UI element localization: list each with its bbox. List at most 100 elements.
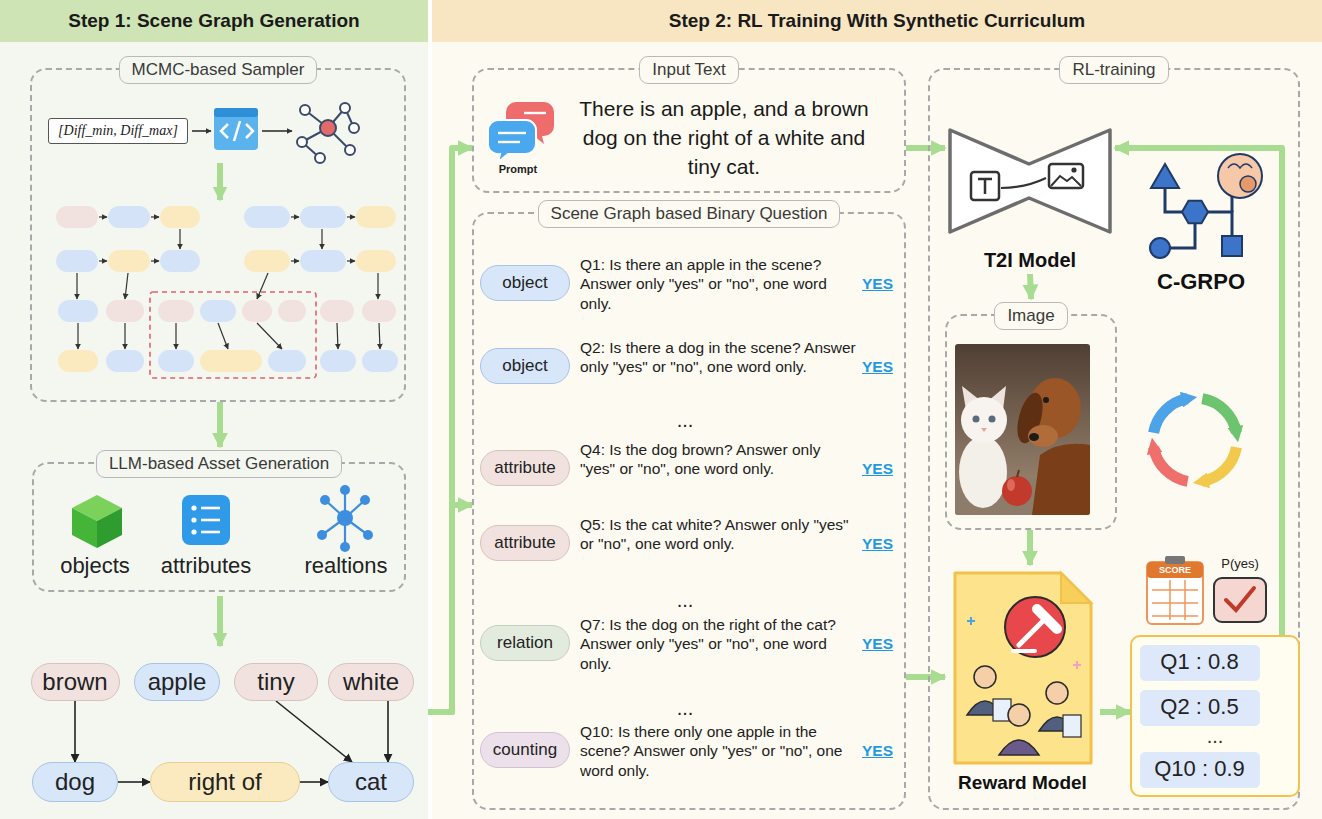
sampler-icons [320,120,336,136]
ellipsis: ... [1132,725,1298,747]
asset-icons [360,495,370,505]
node-label: attribute [494,459,555,478]
score-icons [1152,615,1198,617]
node-label: Q10 : 0.9 [1154,757,1245,781]
sampled-graph-pills [320,350,356,372]
c-grpo-icon [1182,201,1208,224]
sampler-icons [340,103,350,113]
flow-arrow [906,145,945,151]
icon-caption: objects [45,552,145,580]
c-grpo-icon [1218,154,1262,198]
label-slot: Q10: Is there only one apple in the scen… [580,722,858,780]
answer-tag: YES [862,534,902,553]
sampled-graph-pills [125,273,128,299]
scene-graph-node: white [328,663,414,701]
question-text: Q1: Is there an apple in the scene? Answ… [580,255,858,313]
step-panel: Input TextThere is an apple, and a brown… [432,0,1322,819]
sampler-icons [345,145,355,155]
sampled-graph-pills [160,206,200,228]
sampled-graph-pills [106,350,144,372]
cycle-icon [1154,399,1188,433]
label-slot: YES [862,274,902,293]
cycle-icon [1154,399,1237,482]
generated-image [981,428,987,432]
panel-ground [0,0,428,819]
model-name: T2I Model [945,246,1115,274]
sampled-graph-pills [337,323,338,349]
sampled-graph-pills [321,229,322,249]
sampler-icons [214,108,258,117]
c-grpo-icon [1150,154,1262,258]
icon-caption: SCORE [1147,563,1203,577]
asset-icons [317,485,373,552]
generated-image [955,344,1090,515]
ellipsis: ... [660,696,710,721]
node-label: counting [493,741,557,760]
sampled-graph-pills [160,250,200,272]
flow-arrow [1030,274,1031,299]
generated-image [973,416,980,423]
sampler-icons [192,130,211,132]
sampled-graph-pills [218,323,228,349]
label-slot: P(yes) [1206,556,1274,572]
sampled-graph-pills [151,216,159,217]
sampled-graph-pills [150,292,316,378]
sampled-graph-pills [158,300,194,322]
flow-arrow [1100,709,1130,715]
generated-image [1029,433,1039,441]
answer-tag: YES [862,357,902,376]
prompt-chat-icon [498,132,526,134]
sampled-graph-pills [99,216,107,217]
flow-arrow [428,148,472,712]
sampler-icons [234,121,240,141]
icon-caption: P(yes) [1206,556,1274,572]
question-text: Q2: Is there a dog in the scene? Answer … [580,338,858,377]
ellipsis: ... [660,408,710,433]
group-box: objectobjectattributeattributerelationco… [472,212,906,810]
group-heading: Input Text [639,56,738,84]
sampler-icons [300,105,310,115]
asset-icons [340,485,350,495]
sampled-graph-pills [257,273,268,299]
ellipsis: ... [660,588,710,613]
asset-icons [317,530,327,540]
cycle-icon [1202,399,1236,433]
sampled-graph-pills [77,323,78,349]
sampled-graph-pills [108,250,150,272]
question-type-pill: counting [480,732,570,768]
prompt-text: There is an apple, and a brown dog on th… [579,95,869,182]
label-slot: ... [660,408,710,433]
sampled-graph-pills [158,350,194,372]
step-panel: [Diff_min, Diff_max]MCMC-based SamplerLL… [0,0,428,819]
label-slot: YES [862,634,902,653]
sampled-graph-pills [356,206,396,228]
c-grpo-icon [1151,164,1179,188]
sampled-graph-pills [244,250,290,272]
group-box: [Diff_min, Diff_max]MCMC-based Sampler [30,68,406,402]
sampled-graph-pills [99,260,107,261]
sampled-graph-pills [175,323,176,349]
score-pill: Q10 : 0.9 [1140,752,1260,788]
sampler-icons [262,130,292,132]
step-heading: Step 1: Scene Graph Generation [0,0,428,42]
generated-image [1007,479,1015,491]
asset-icons [201,531,220,534]
score-icons [1152,602,1198,604]
asset-icons [72,508,97,548]
sampled-graph-pills [320,300,354,322]
generated-image [1017,470,1019,477]
generated-image [1028,425,1058,447]
c-grpo-icon [1150,238,1170,258]
sampler-icons [192,103,359,200]
asset-icons [191,505,196,510]
sampled-graph-pills [377,273,378,299]
question-type-pill: relation [480,625,570,661]
question-text: Q5: Is the cat white? Answer only "yes" … [580,515,858,554]
label-slot: Q1: Is there an apple in the scene? Answ… [580,255,858,313]
sampled-graph-pills [56,206,398,378]
question-type-pill: attribute [480,525,570,561]
label-slot: YES [862,534,902,553]
label-slot: attributes [150,552,262,580]
sampled-graph-pills [379,323,380,349]
